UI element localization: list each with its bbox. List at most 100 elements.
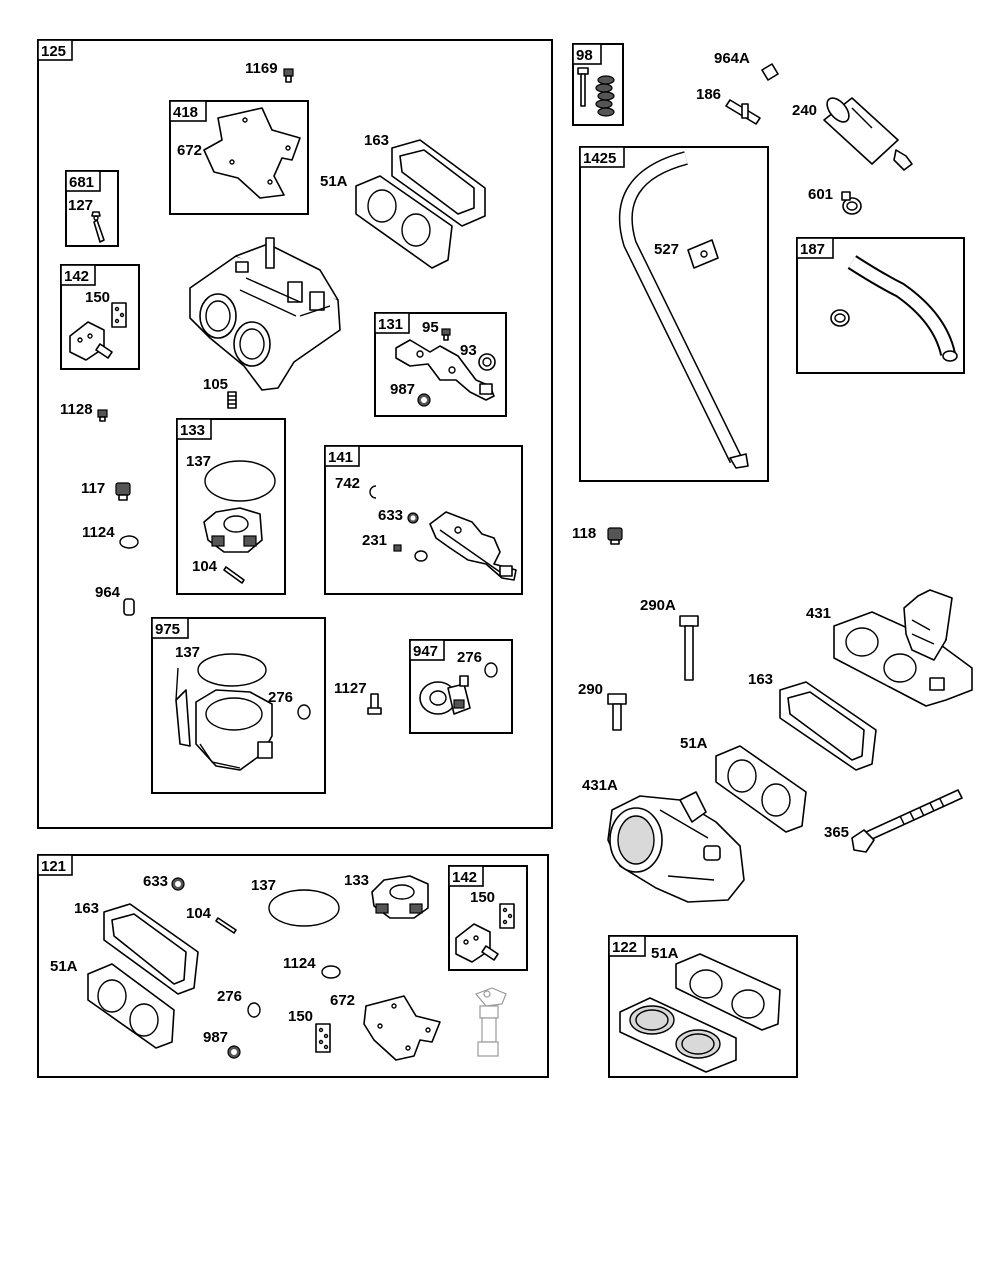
part-150-solenoid[interactable]: 150 — [69, 289, 127, 361]
part-washer[interactable] — [414, 550, 428, 562]
part-label: 672 — [330, 992, 355, 1009]
part-label: 150 — [85, 289, 110, 306]
part-964A-fitting[interactable]: 964A — [714, 50, 779, 81]
part-throttle-shaft[interactable] — [429, 511, 517, 581]
part-964-spacer[interactable]: 964 — [95, 584, 135, 616]
part-fuel-line[interactable] — [619, 151, 749, 469]
group-label: 681 — [69, 174, 94, 191]
group-133: 133 — [176, 418, 286, 595]
part-365-bolt[interactable]: 365 — [824, 789, 963, 853]
part-672-gasket[interactable]: 672 — [177, 107, 301, 199]
part-label: 1124 — [82, 524, 115, 541]
carburetor-body[interactable] — [189, 237, 341, 391]
kit-150-solenoid[interactable]: 150 — [288, 1008, 331, 1053]
part-95-screw[interactable]: 95 — [422, 319, 451, 341]
group-187-frame — [796, 237, 965, 374]
group-121: 121 — [37, 854, 549, 1078]
kit-137-oring[interactable]: 137 — [251, 877, 340, 927]
part-105-pin[interactable]: 105 — [203, 376, 237, 409]
part-label: 964 — [95, 584, 121, 601]
group-label: 131 — [378, 316, 403, 333]
part-1169-screw[interactable]: 1169 — [245, 60, 294, 83]
part-290-bolt[interactable]: 290 — [578, 681, 627, 731]
group-131-frame — [374, 312, 507, 417]
part-431-adapter[interactable]: 431 — [806, 589, 973, 707]
part-1128-screw[interactable]: 1128 — [60, 401, 108, 422]
part-240-fuel-filter[interactable]: 240 — [792, 94, 913, 171]
kit-122-insulator[interactable] — [619, 997, 737, 1073]
group-label: 142 — [64, 268, 89, 285]
part-93-bushing[interactable]: 93 — [460, 342, 496, 371]
group-label: 98 — [576, 47, 593, 64]
part-431A-throttle-body[interactable]: 431A — [582, 777, 745, 903]
part-186-tee-fitting[interactable]: 186 — [696, 86, 761, 125]
kit-51A-gasket[interactable]: 51A — [50, 958, 175, 1049]
part-label: 276 — [268, 689, 293, 706]
part-label: 163 — [748, 671, 773, 688]
part-276b-ring[interactable]: 276 — [457, 649, 498, 678]
part-231-screw[interactable]: 231 — [362, 532, 402, 552]
part-527-clip[interactable]: 527 — [654, 239, 719, 269]
part-spring-screw[interactable] — [577, 67, 615, 117]
part-51A-gasket[interactable]: 51A — [320, 173, 453, 269]
part-187-hose[interactable] — [830, 255, 958, 362]
part-label: 137 — [251, 877, 276, 894]
part-label: 104 — [192, 558, 218, 575]
group-141: 141 — [324, 445, 523, 595]
kit-122-51A-gasket[interactable]: 51A — [651, 945, 781, 1031]
part-117-jet[interactable]: 117 — [81, 480, 131, 501]
part-137-oring[interactable]: 137 — [186, 453, 276, 502]
kit-faint-assembly — [474, 987, 507, 1057]
group-131: 131 — [374, 312, 507, 417]
kit-987-ring[interactable]: 987 — [203, 1029, 241, 1059]
part-fuel-solenoid[interactable] — [419, 675, 471, 715]
part-133-float[interactable] — [203, 507, 263, 553]
kit-672-gasket[interactable]: 672 — [330, 992, 441, 1061]
part-51Ab-gasket[interactable]: 51A — [680, 735, 807, 833]
part-choke-shaft[interactable] — [395, 339, 495, 401]
group-142b-frame — [448, 865, 528, 971]
kit-1124-ring[interactable]: 1124 — [283, 955, 341, 979]
kit-104-pin[interactable]: 104 — [186, 905, 237, 934]
part-987-ring[interactable]: 987 — [390, 381, 431, 407]
group-label: 121 — [41, 858, 66, 875]
part-label: 431A — [582, 777, 618, 794]
part-742-clip[interactable]: 742 — [335, 475, 377, 499]
part-137b-oring[interactable]: 137 — [175, 644, 267, 687]
part-276-ring[interactable]: 276 — [268, 689, 311, 720]
group-125: 125 — [37, 39, 553, 829]
group-label: 142 — [452, 869, 477, 886]
part-label: 527 — [654, 241, 679, 258]
kit-163-gasket[interactable]: 163 — [74, 900, 199, 995]
part-601-clamp[interactable]: 601 — [808, 186, 862, 215]
kit-150b-solenoid[interactable]: 150 — [455, 889, 515, 963]
part-label: 186 — [696, 86, 721, 103]
part-label: 365 — [824, 824, 849, 841]
part-float-bowl[interactable] — [175, 667, 273, 771]
part-1124-ring[interactable]: 1124 — [82, 524, 139, 549]
part-label: 431 — [806, 605, 831, 622]
kit-276-ring[interactable]: 276 — [217, 988, 261, 1018]
part-118-plug[interactable]: 118 — [572, 525, 623, 545]
part-633-ring[interactable]: 633 — [378, 507, 419, 524]
part-1127-screw[interactable]: 1127 — [334, 680, 382, 715]
part-290A-bolt[interactable]: 290A — [640, 597, 699, 681]
part-163-gasket[interactable]: 163 — [364, 132, 486, 227]
group-label: 122 — [612, 939, 637, 956]
group-947: 947 — [409, 639, 513, 734]
part-127-screw[interactable]: 127 — [68, 197, 105, 243]
group-142b: 142 — [448, 865, 528, 971]
kit-633-ring[interactable]: 633 — [143, 873, 185, 891]
part-label: 987 — [390, 381, 415, 398]
part-label: 137 — [175, 644, 200, 661]
part-163b-gasket[interactable]: 163 — [748, 671, 877, 771]
kit-133-float[interactable]: 133 — [344, 872, 429, 919]
group-label: 418 — [173, 104, 198, 121]
part-label: 133 — [344, 872, 369, 889]
part-104-pin[interactable]: 104 — [192, 558, 245, 584]
part-label: 276 — [217, 988, 242, 1005]
part-label: 51A — [320, 173, 348, 190]
part-label: 51A — [651, 945, 679, 962]
part-label: 601 — [808, 186, 833, 203]
